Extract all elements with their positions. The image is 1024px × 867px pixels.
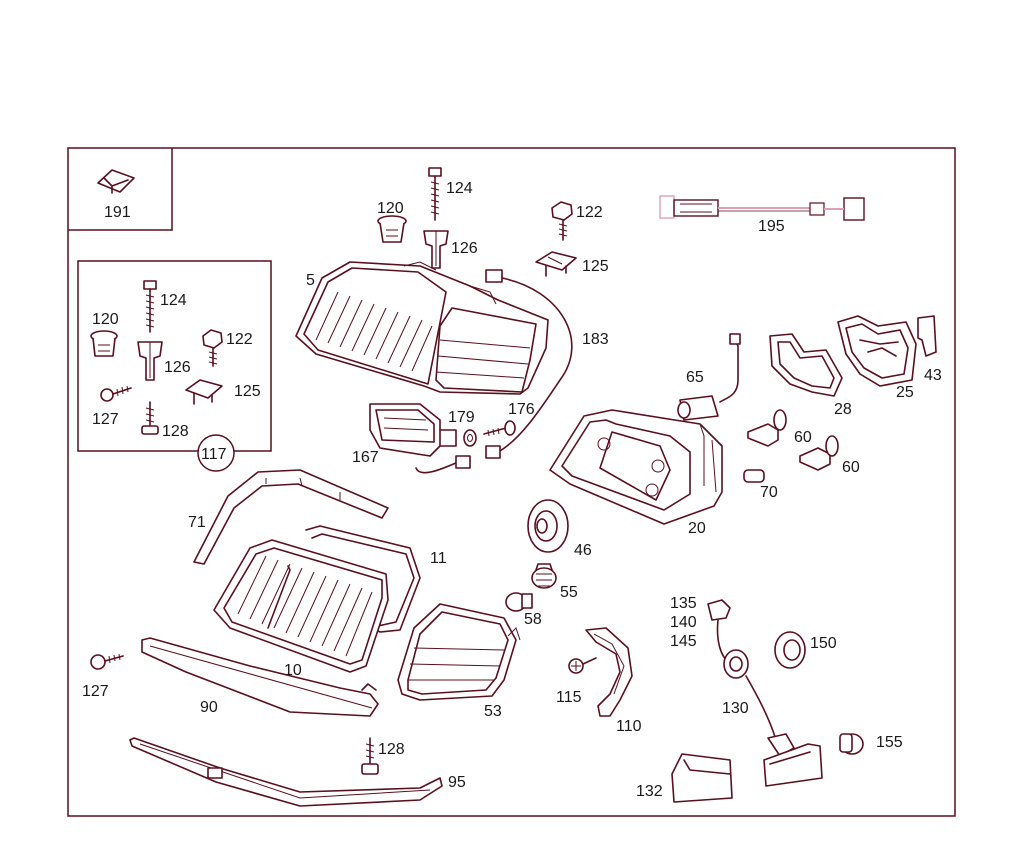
grommet-120-icon xyxy=(90,330,118,357)
label-46: 46 xyxy=(574,542,592,559)
screw-115-icon xyxy=(568,657,597,674)
label-115: 115 xyxy=(556,689,582,706)
headlamp-housing-20-icon xyxy=(549,409,723,525)
inset-191-box: 191 xyxy=(68,148,173,231)
label-191: 191 xyxy=(104,204,131,221)
label-150: 150 xyxy=(810,635,837,652)
label-53: 53 xyxy=(484,703,502,720)
diagram-frame xyxy=(67,147,956,817)
label-60a: 60 xyxy=(794,429,812,446)
screw-128-icon xyxy=(141,401,159,435)
label-127: 127 xyxy=(82,683,109,700)
clip-125-icon xyxy=(185,379,223,405)
label-140: 140 xyxy=(670,614,697,631)
label-176: 176 xyxy=(508,401,535,418)
bolt-122-icon xyxy=(551,201,573,241)
socket-55-icon xyxy=(531,563,557,589)
label-65: 65 xyxy=(686,369,704,386)
label-183: 183 xyxy=(582,331,609,348)
reflector-cap-46-icon xyxy=(527,499,569,553)
clip-191-icon xyxy=(97,169,135,194)
kit-label-122: 122 xyxy=(226,331,253,348)
kit-label-126: 126 xyxy=(164,359,191,376)
label-71: 71 xyxy=(188,514,206,531)
headlamp-assembly-5-icon xyxy=(295,261,549,395)
fog-lamp-167-icon xyxy=(369,403,457,457)
label-117: 117 xyxy=(201,446,227,463)
bulb-65-icon xyxy=(677,333,741,421)
seal-11-icon xyxy=(305,525,421,633)
label-125: 125 xyxy=(582,258,609,275)
clip-nut-126-icon xyxy=(423,230,449,269)
kit-label-125: 125 xyxy=(234,383,261,400)
kit-label-124: 124 xyxy=(160,292,187,309)
label-179: 179 xyxy=(448,409,475,426)
washer-179-icon xyxy=(463,429,477,447)
trim-strip-90-icon xyxy=(141,637,379,717)
lens-10-icon xyxy=(213,539,389,673)
housing-cover-25-icon xyxy=(837,315,917,387)
screw-128-icon xyxy=(361,737,379,775)
kit-label-127: 127 xyxy=(92,411,119,428)
label-122: 122 xyxy=(576,204,603,221)
label-124: 124 xyxy=(446,180,473,197)
bulb-155-icon xyxy=(839,733,864,755)
screw-124-icon xyxy=(428,167,442,221)
bulb-70-icon xyxy=(743,469,765,483)
label-20: 20 xyxy=(688,520,706,537)
screw-127-icon xyxy=(90,653,124,670)
label-126: 126 xyxy=(451,240,478,257)
label-11: 11 xyxy=(430,550,447,567)
wiring-harness-195-icon xyxy=(659,195,865,221)
label-28: 28 xyxy=(834,401,852,418)
cable-183-icon xyxy=(415,269,573,474)
label-5: 5 xyxy=(306,272,315,289)
side-marker-132a-icon xyxy=(671,753,733,803)
bulb-60a-icon xyxy=(747,409,787,447)
indicator-lens-53-icon xyxy=(397,603,521,701)
grommet-150-icon xyxy=(774,631,806,669)
clip-nut-126-icon xyxy=(137,341,163,381)
screw-127-icon xyxy=(100,385,132,402)
socket-harness-130-icon xyxy=(707,599,795,757)
kit-label-120: 120 xyxy=(92,311,119,328)
clip-125-icon xyxy=(535,251,577,277)
clip-43-icon xyxy=(917,315,937,357)
label-58: 58 xyxy=(524,611,542,628)
label-130: 130 xyxy=(722,700,749,717)
label-135: 135 xyxy=(670,595,697,612)
grommet-120-icon xyxy=(377,215,407,243)
trim-strip-71-icon xyxy=(193,469,389,565)
inset-117-kit-box: 117 124 120 126 122 xyxy=(77,260,272,472)
trim-strip-95-icon xyxy=(129,737,443,807)
bulb-60b-icon xyxy=(799,435,839,471)
label-55: 55 xyxy=(560,584,578,601)
label-128: 128 xyxy=(378,741,405,758)
label-155: 155 xyxy=(876,734,903,751)
label-195: 195 xyxy=(758,218,785,235)
label-70: 70 xyxy=(760,484,778,501)
label-110: 110 xyxy=(616,718,642,735)
bulb-58-icon xyxy=(505,592,533,612)
bracket-110-icon xyxy=(585,627,633,717)
label-60b: 60 xyxy=(842,459,860,476)
label-25: 25 xyxy=(896,384,914,401)
label-145: 145 xyxy=(670,633,697,650)
kit-label-128: 128 xyxy=(162,423,189,440)
screw-124-icon xyxy=(143,280,157,333)
label-90: 90 xyxy=(200,699,218,716)
gasket-28-icon xyxy=(769,333,843,397)
bolt-122-icon xyxy=(202,329,223,367)
side-marker-132b-icon xyxy=(763,743,823,787)
label-95: 95 xyxy=(448,774,466,791)
label-43: 43 xyxy=(924,367,942,384)
label-167: 167 xyxy=(352,449,379,466)
label-120: 120 xyxy=(377,200,404,217)
label-132: 132 xyxy=(636,783,663,800)
screw-176-icon xyxy=(483,420,516,437)
